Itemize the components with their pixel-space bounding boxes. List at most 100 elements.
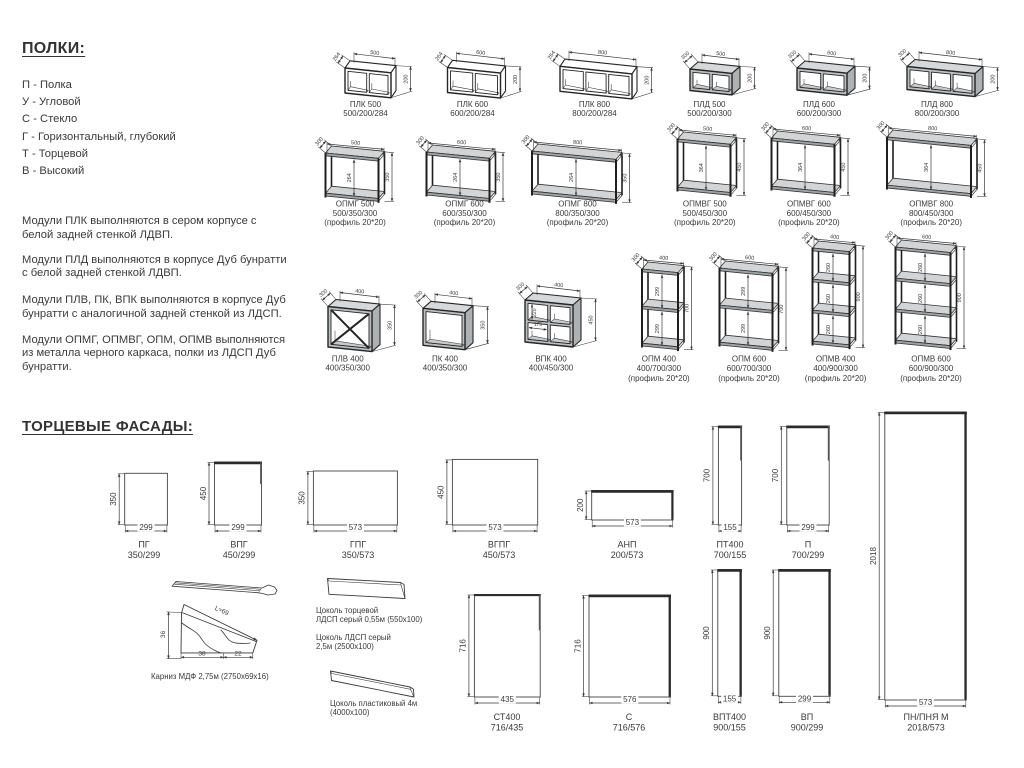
svg-text:350: 350 xyxy=(298,491,307,505)
svg-text:800: 800 xyxy=(573,140,583,147)
svg-text:900/155: 900/155 xyxy=(713,722,746,732)
svg-text:(профиль 20*20): (профиль 20*20) xyxy=(324,218,386,227)
svg-text:ГПГ: ГПГ xyxy=(350,540,366,550)
svg-text:400: 400 xyxy=(554,282,564,289)
svg-text:600: 600 xyxy=(457,140,467,147)
svg-text:600: 600 xyxy=(476,50,486,57)
svg-text:(профиль 20*20): (профиль 20*20) xyxy=(434,218,496,227)
svg-text:716/435: 716/435 xyxy=(491,722,524,732)
svg-text:300: 300 xyxy=(876,120,887,131)
svg-text:300: 300 xyxy=(760,121,771,132)
svg-text:300: 300 xyxy=(314,136,325,147)
svg-text:900: 900 xyxy=(957,293,963,302)
svg-text:716: 716 xyxy=(459,639,468,653)
svg-text:400: 400 xyxy=(449,290,459,297)
svg-text:573: 573 xyxy=(626,518,640,527)
svg-text:299: 299 xyxy=(741,324,747,333)
svg-text:260: 260 xyxy=(918,263,924,272)
svg-text:600/450/300: 600/450/300 xyxy=(787,209,832,218)
svg-text:900: 900 xyxy=(763,626,772,640)
svg-text:2018/573: 2018/573 xyxy=(907,722,945,732)
svg-text:600: 600 xyxy=(745,255,755,262)
svg-text:200: 200 xyxy=(513,75,519,84)
svg-text:300: 300 xyxy=(415,135,426,146)
svg-text:576: 576 xyxy=(623,695,637,704)
svg-text:700: 700 xyxy=(703,468,712,482)
svg-text:200: 200 xyxy=(645,76,651,85)
svg-text:450: 450 xyxy=(199,486,208,500)
svg-text:200/573: 200/573 xyxy=(611,550,644,560)
svg-text:ВПТ400: ВПТ400 xyxy=(713,712,746,722)
svg-text:200: 200 xyxy=(404,75,410,84)
svg-text:450: 450 xyxy=(841,163,847,172)
svg-text:260: 260 xyxy=(826,294,832,303)
svg-text:ОПМ 600: ОПМ 600 xyxy=(732,354,767,363)
svg-text:299: 299 xyxy=(231,523,245,532)
svg-text:700/155: 700/155 xyxy=(714,550,747,560)
svg-text:450: 450 xyxy=(737,163,743,172)
svg-text:ПЛД 800: ПЛД 800 xyxy=(921,100,954,109)
svg-text:400/700/300: 400/700/300 xyxy=(637,364,682,373)
svg-text:300: 300 xyxy=(631,252,642,263)
svg-text:350: 350 xyxy=(388,321,394,330)
svg-text:700: 700 xyxy=(771,468,780,482)
svg-text:350: 350 xyxy=(496,173,502,182)
svg-text:450: 450 xyxy=(978,164,984,173)
svg-text:350/299: 350/299 xyxy=(128,550,161,560)
svg-text:500: 500 xyxy=(351,140,361,147)
svg-text:300: 300 xyxy=(801,231,812,242)
svg-text:264: 264 xyxy=(434,51,444,62)
svg-text:ОПМВГ 800: ОПМВГ 800 xyxy=(909,200,953,209)
svg-text:800/200/300: 800/200/300 xyxy=(915,109,960,118)
svg-text:600: 600 xyxy=(802,126,812,133)
svg-text:260: 260 xyxy=(918,294,924,303)
svg-text:ПЛК 800: ПЛК 800 xyxy=(579,100,611,109)
svg-text:900: 900 xyxy=(856,292,862,301)
svg-text:200: 200 xyxy=(863,74,869,83)
svg-text:600/350/300: 600/350/300 xyxy=(442,209,487,218)
svg-text:450/299: 450/299 xyxy=(223,550,256,560)
svg-text:(профиль 20*20): (профиль 20*20) xyxy=(900,374,962,383)
svg-text:36: 36 xyxy=(160,631,167,639)
svg-text:800: 800 xyxy=(928,126,938,133)
svg-text:299: 299 xyxy=(655,324,661,333)
svg-text:ОПМГ 600: ОПМГ 600 xyxy=(445,200,484,209)
svg-text:600/200/300: 600/200/300 xyxy=(797,109,842,118)
svg-text:716/576: 716/576 xyxy=(613,722,646,732)
svg-text:С: С xyxy=(626,712,633,722)
svg-text:220: 220 xyxy=(532,308,538,317)
svg-text:П: П xyxy=(805,540,811,550)
svg-text:600/200/284: 600/200/284 xyxy=(450,109,495,118)
svg-text:800/450/300: 800/450/300 xyxy=(909,209,954,218)
svg-text:260: 260 xyxy=(826,263,832,272)
svg-text:ПГ: ПГ xyxy=(138,540,149,550)
svg-text:500: 500 xyxy=(703,126,713,133)
svg-text:450: 450 xyxy=(589,315,595,324)
svg-text:ОПМВГ 600: ОПМВГ 600 xyxy=(787,200,831,209)
svg-text:716: 716 xyxy=(573,639,582,653)
svg-text:573: 573 xyxy=(488,523,502,532)
svg-text:264: 264 xyxy=(569,173,575,182)
svg-text:155: 155 xyxy=(723,523,737,532)
svg-text:400/350/300: 400/350/300 xyxy=(423,364,468,373)
svg-text:22: 22 xyxy=(234,650,242,657)
svg-text:ОПМВ 600: ОПМВ 600 xyxy=(911,354,951,363)
svg-text:ОПМГ 800: ОПМГ 800 xyxy=(558,200,597,209)
svg-text:260: 260 xyxy=(918,325,924,334)
svg-text:350: 350 xyxy=(623,174,629,183)
svg-text:350: 350 xyxy=(385,173,391,182)
svg-text:264: 264 xyxy=(347,173,353,182)
svg-text:38: 38 xyxy=(198,650,206,657)
svg-text:299: 299 xyxy=(655,287,661,296)
svg-text:600: 600 xyxy=(922,234,932,241)
svg-text:400: 400 xyxy=(830,234,840,241)
svg-text:299: 299 xyxy=(139,523,153,532)
svg-text:800/350/300: 800/350/300 xyxy=(555,209,600,218)
svg-text:(профиль 20*20): (профиль 20*20) xyxy=(628,374,690,383)
svg-text:264: 264 xyxy=(332,52,342,63)
svg-text:700/299: 700/299 xyxy=(792,550,825,560)
svg-text:800/200/284: 800/200/284 xyxy=(572,109,617,118)
svg-text:(профиль 20*20): (профиль 20*20) xyxy=(805,374,867,383)
svg-text:(профиль 20*20): (профиль 20*20) xyxy=(778,218,840,227)
svg-text:ПЛК 500: ПЛК 500 xyxy=(350,100,382,109)
